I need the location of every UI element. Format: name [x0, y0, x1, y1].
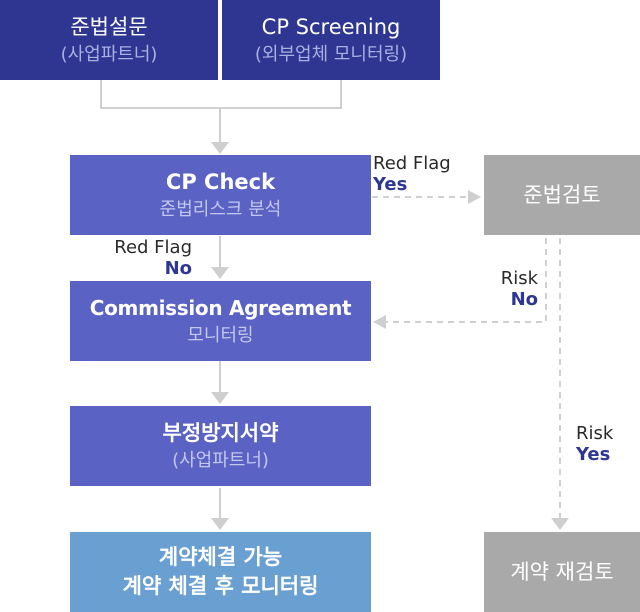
label-red-flag-no-line1: Red Flag: [114, 237, 192, 258]
arrowhead-risk-no: [373, 315, 386, 329]
arrowhead-commission: [211, 267, 229, 279]
merge-bracket: [100, 80, 342, 109]
label-risk-yes: Risk Yes: [576, 423, 613, 465]
arrowhead-contract-ok: [211, 518, 229, 530]
compliance-review-title: 준법검토: [523, 182, 601, 207]
label-risk-yes-line2: Yes: [576, 444, 611, 465]
label-red-flag-no-line2: No: [164, 258, 192, 279]
anti-corruption-pledge-subtitle: (사업파트너): [172, 449, 269, 471]
compliance-review-box: 준법검토: [484, 155, 640, 235]
cp-screening-subtitle: (외부업체 모니터링): [254, 43, 408, 65]
arrowhead-risk-yes: [551, 518, 569, 530]
label-red-flag-yes-line1: Red Flag: [373, 153, 451, 174]
contract-possible-line2: 계약 체결 후 모니터링: [122, 574, 319, 598]
label-red-flag-no: Red Flag No: [100, 237, 192, 279]
commission-agreement-box: Commission Agreement 모니터링: [70, 281, 371, 361]
arrowhead-compliance-review: [468, 190, 481, 204]
contract-possible-box: 계약체결 가능 계약 체결 후 모니터링: [70, 532, 371, 612]
label-risk-no: Risk No: [478, 268, 538, 310]
arrowhead-anti-corruption: [211, 392, 229, 404]
cp-check-title: CP Check: [165, 169, 276, 194]
compliance-survey-subtitle: (사업파트너): [60, 43, 158, 65]
label-red-flag-yes-line2: Yes: [373, 174, 408, 195]
label-risk-no-line1: Risk: [500, 268, 538, 289]
cp-check-subtitle: 준법리스크 분석: [159, 198, 282, 220]
arrowhead-cp-check: [211, 142, 229, 154]
label-risk-no-line2: No: [510, 289, 538, 310]
anti-corruption-pledge-box: 부정방지서약 (사업파트너): [70, 406, 371, 486]
contract-review-title: 계약 재검토: [510, 559, 614, 584]
cp-check-box: CP Check 준법리스크 분석: [70, 155, 371, 235]
commission-agreement-title: Commission Agreement: [89, 295, 352, 320]
compliance-survey-box: 준법설문 (사업파트너): [0, 0, 218, 80]
cp-screening-title: CP Screening: [261, 14, 401, 39]
label-red-flag-yes: Red Flag Yes: [373, 153, 451, 195]
label-risk-yes-line1: Risk: [576, 423, 614, 444]
commission-agreement-subtitle: 모니터링: [187, 324, 254, 346]
dashed-risk-no: [386, 238, 547, 323]
compliance-survey-title: 준법설문: [70, 14, 148, 39]
anti-corruption-pledge-title: 부정방지서약: [162, 420, 279, 445]
contract-possible-line1: 계약체결 가능: [158, 545, 283, 569]
contract-review-box: 계약 재검토: [484, 532, 640, 612]
cp-screening-box: CP Screening (외부업체 모니터링): [222, 0, 440, 80]
